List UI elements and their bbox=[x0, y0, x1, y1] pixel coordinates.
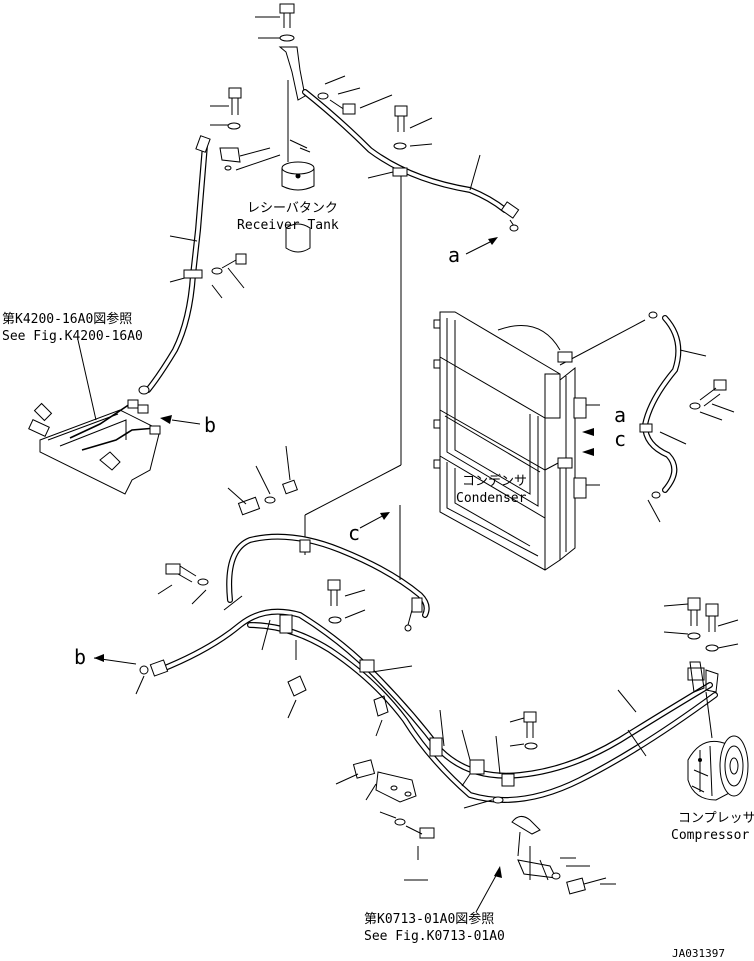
condenser bbox=[433, 311, 646, 571]
marker-b-bottom: b bbox=[74, 645, 86, 669]
bolt-left-top bbox=[210, 87, 281, 171]
bolt-condenser-right bbox=[689, 379, 735, 421]
ref-k4200-label-jp: 第K4200-16A0図参照 bbox=[2, 311, 132, 327]
bolt-left-mid bbox=[211, 253, 247, 299]
condenser-label-jp: コンデンサ bbox=[462, 473, 527, 489]
figure-id: JA031397 bbox=[672, 947, 725, 960]
condenser-label-en: Condenser bbox=[456, 491, 527, 506]
bolt-middle-upper bbox=[227, 445, 298, 516]
ref-k4200-label-en: See Fig.K4200-16A0 bbox=[2, 329, 143, 344]
condenser-hose bbox=[639, 311, 735, 523]
bolt-left-lower bbox=[157, 563, 243, 611]
bolt-compressor-top-left bbox=[663, 597, 701, 640]
compressor bbox=[663, 597, 749, 801]
bolt-compressor-middle bbox=[461, 711, 538, 809]
receiver-tank-group: レシーバタンク Receiver Tank a bbox=[237, 3, 520, 267]
marker-c-middle: c bbox=[348, 521, 360, 545]
compressor-label-jp: コンプレッサ bbox=[678, 811, 754, 826]
compressor-label-en: Compressor bbox=[671, 828, 749, 843]
hose-middle-c bbox=[226, 533, 430, 618]
receiver-tank-label-en: Receiver Tank bbox=[237, 218, 339, 233]
marker-a-condenser: a bbox=[614, 403, 626, 427]
main-hose-lower bbox=[149, 608, 718, 803]
bolt-top bbox=[255, 3, 295, 42]
ref-k0713-label-jp: 第K0713-01A0図参照 bbox=[364, 911, 494, 927]
clamp-bracket-lower bbox=[335, 759, 435, 881]
bolt-tank-right bbox=[317, 75, 393, 115]
support-bracket bbox=[511, 816, 616, 895]
bolt-compressor-top-right bbox=[705, 603, 739, 652]
bolt-middle-lower bbox=[327, 579, 366, 624]
bolt-center-top bbox=[367, 105, 433, 179]
receiver-tank bbox=[281, 139, 315, 253]
receiver-tank-label-jp: レシーバタンク bbox=[247, 201, 338, 216]
valve-block: b bbox=[28, 339, 216, 495]
marker-b-left: b bbox=[204, 413, 216, 437]
left-hose-group bbox=[138, 87, 281, 395]
marker-a-top: a bbox=[448, 243, 460, 267]
ref-k0713-label-en: See Fig.K0713-01A0 bbox=[364, 929, 505, 944]
marker-c-condenser: c bbox=[614, 427, 626, 451]
